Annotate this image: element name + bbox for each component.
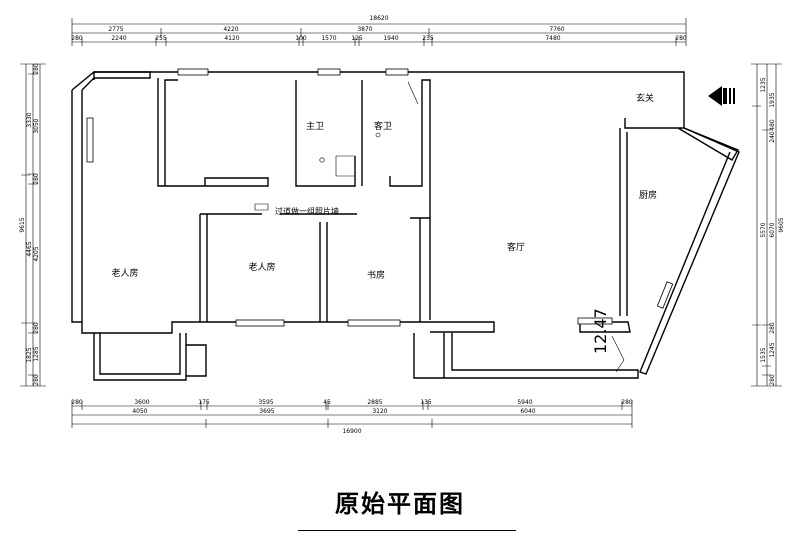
dimension-texts: 18620 16900 [342,15,388,435]
label-window-note: 12.47 [591,308,610,354]
dim-left-row2-value: 280 [33,322,40,334]
dim-left-row2-value: 1285 [33,346,40,361]
dim-right-row1-value: 1235 [760,77,767,92]
label-living-room: 客厅 [507,241,525,253]
dim-left-row2-value: 3050 [33,118,40,133]
dim-left-row1-value: 3330 [26,112,33,127]
dim-right-overall-value: 9605 [778,217,785,232]
dim-top-row2-value: 125 [351,35,363,42]
dim-left-row1-value: 1825 [26,347,33,362]
dim-right-row2-value: 280 [769,374,776,386]
dim-top-row2-value: 2240 [111,35,126,42]
dim-right-row2-value: 1245 [769,342,776,357]
dim-bottom-row2-value: 4050 [132,408,147,415]
dim-right-row2-value: 480 [769,119,776,131]
dim-right-row2-value: 1935 [769,92,776,107]
dim-bottom-row1-value: 3600 [134,399,149,406]
label-study: 书房 [367,269,385,281]
dim-left-overall-value: 9615 [19,217,26,232]
dim-bottom-overall: 16900 [342,428,361,435]
dim-right-row2-value: 240 [769,131,776,143]
dim-bottom-row2-value: 3120 [372,408,387,415]
floor-plan-drawing: 18620 16900 2775 4220 3870 7760 280 2240 255 41… [19,15,785,435]
dim-top-row1-value: 2775 [108,26,123,33]
dim-left-row2-value: 280 [33,173,40,185]
label-foyer: 玄关 [636,92,654,104]
dim-bottom-row1-value: 3595 [258,399,273,406]
dim-top-row1-value: 4220 [223,26,238,33]
dimension-value-labels: 2775 4220 3870 7760 280 2240 255 4120 100 1570 125… [19,26,785,415]
dim-left-row2-value: 280 [33,374,40,386]
dim-top-row2-value: 280 [675,35,687,42]
dim-bottom-row1-value: 5940 [517,399,532,406]
dim-top-row2-value: 255 [155,35,167,42]
dim-bottom-row1-value: 135 [420,399,432,406]
dim-right-row2-value: 6070 [769,222,776,237]
dim-left-row2-value: 280 [33,63,40,75]
dim-bottom-row1-value: 280 [71,399,83,406]
entrance-arrow-icon [708,86,735,106]
dim-bottom-row1-value: 280 [621,399,633,406]
dim-top-row2-value: 235 [422,35,434,42]
drawing-title: 原始平面图 [335,490,465,518]
walls [71,71,740,381]
dim-bottom-row2-value: 6040 [520,408,535,415]
dim-left-row1-value: 4465 [26,241,33,256]
dim-left-row2-value: 4205 [33,246,40,261]
dim-bottom-row1-value: 175 [198,399,210,406]
title-underline [298,530,516,531]
dim-top-row1-value: 3870 [357,26,372,33]
dim-right-row1-value: 5570 [760,222,767,237]
dim-bottom-row2-value: 3695 [259,408,274,415]
dim-top-overall: 18620 [369,15,388,22]
dim-bottom-row1-value: 2885 [367,399,382,406]
dim-top-row1-value: 7760 [549,26,564,33]
room-labels: 主卫 客卫 玄关 厨房 客厅 老人房 老人房 书房 过道做一组照片墙 12.47 [111,92,657,354]
dim-top-row2-value: 1570 [321,35,336,42]
dim-top-row2-value: 280 [71,35,83,42]
dim-top-row2-value: 7480 [545,35,560,42]
dim-top-row2-value: 4120 [224,35,239,42]
dim-top-row2-value: 1940 [383,35,398,42]
label-elder-room-left: 老人房 [111,267,138,279]
label-corridor-note: 过道做一组照片墙 [275,206,339,216]
label-master-bath: 主卫 [306,120,324,132]
dim-right-row2-value: 280 [769,322,776,334]
fixtures [254,81,625,373]
dim-right-row1-value: 1535 [760,347,767,362]
label-elder-room-mid: 老人房 [248,261,275,273]
windows [86,68,674,327]
label-guest-bath: 客卫 [374,120,392,132]
dimension-lines [20,18,782,428]
label-kitchen: 厨房 [639,189,657,201]
dim-bottom-row1-value: 45 [323,399,331,406]
dim-top-row2-value: 100 [295,35,307,42]
